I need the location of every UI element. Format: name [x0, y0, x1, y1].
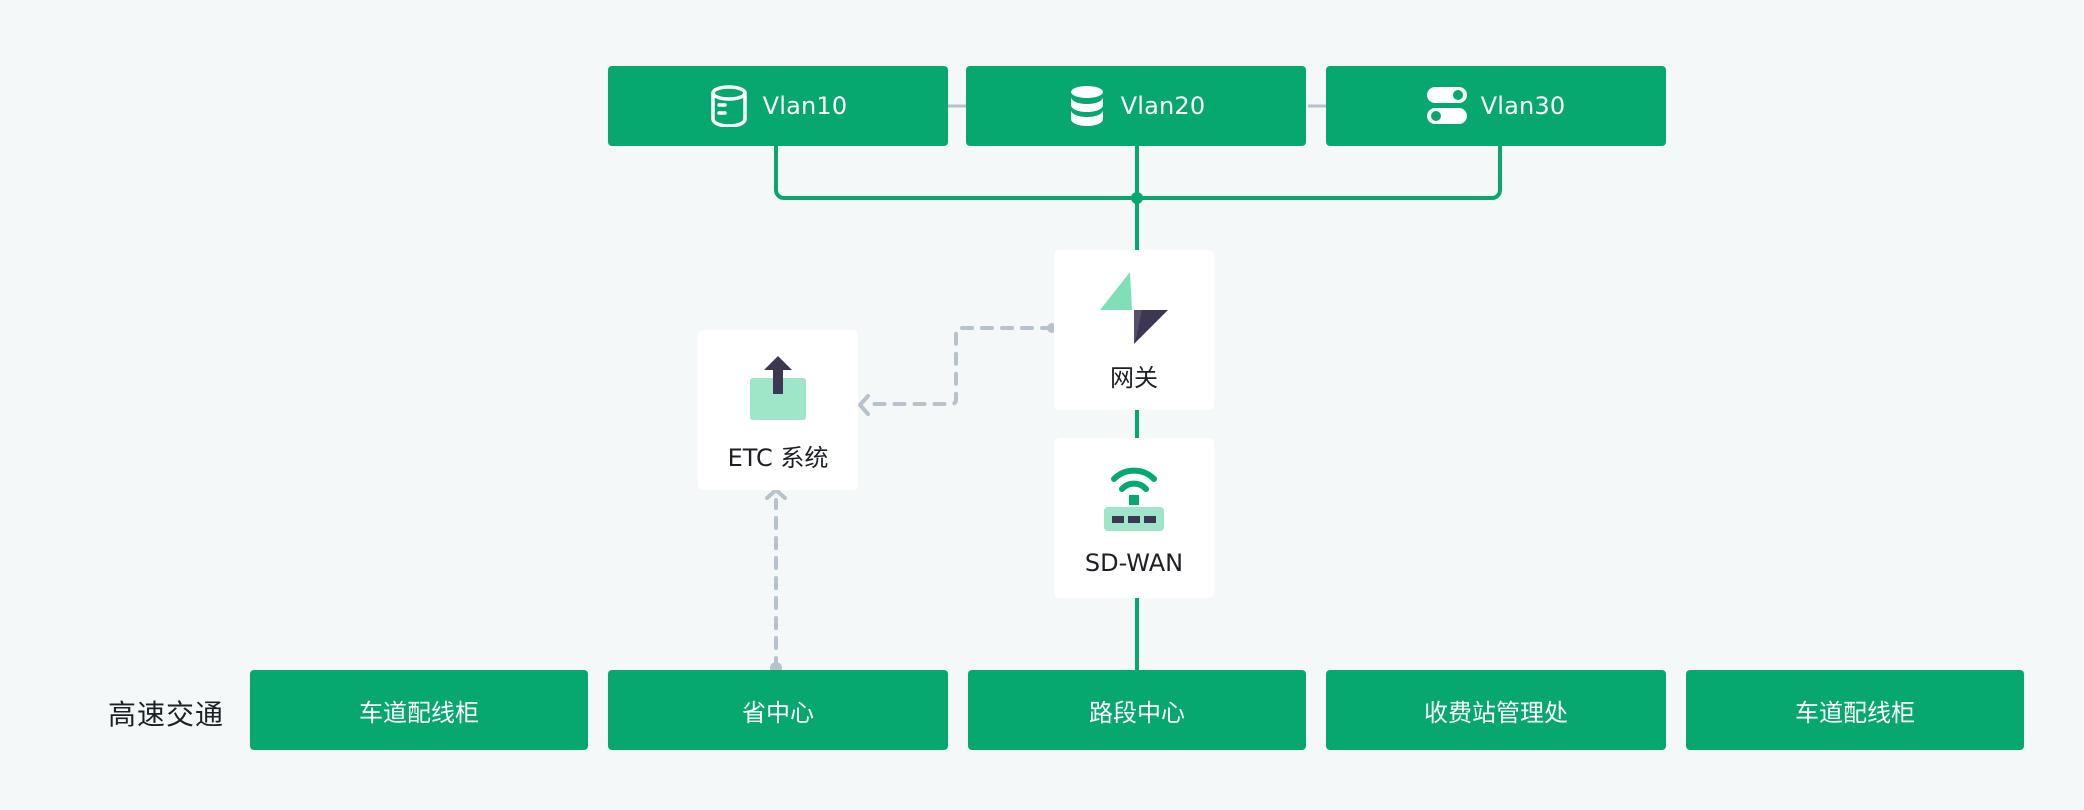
vlan30-label: Vlan30 [1480, 92, 1566, 120]
provincial-center-label: 省中心 [742, 698, 814, 727]
etc-arrow-left [858, 394, 870, 416]
etc-arrow-up [765, 488, 787, 500]
sdwan-label: SD-WAN [1084, 549, 1184, 577]
vlan20-node[interactable]: Vlan20 [966, 66, 1306, 146]
database-stack-icon [1067, 84, 1107, 128]
upload-box-icon [738, 348, 818, 428]
road-section-center-label: 路段中心 [1089, 698, 1185, 727]
vlan30-node[interactable]: Vlan30 [1326, 66, 1666, 146]
lightning-bolt-icon [1094, 268, 1174, 348]
vlan10-node[interactable]: Vlan10 [608, 66, 948, 146]
etc-system-node[interactable]: ETC 系统 [698, 330, 858, 490]
lane-cabinet-node-2[interactable]: 车道配线柜 [1686, 670, 2024, 750]
vlan20-label: Vlan20 [1120, 92, 1206, 120]
lane-cabinet-node-1[interactable]: 车道配线柜 [250, 670, 588, 750]
road-section-center-node[interactable]: 路段中心 [968, 670, 1306, 750]
wifi-router-icon [1094, 459, 1174, 539]
gateway-etc-dashed-line [864, 326, 1054, 406]
toggle-switches-icon [1426, 84, 1467, 128]
row-label: 高速交通 [108, 698, 225, 731]
vlan10-label: Vlan10 [762, 92, 848, 120]
sdwan-node[interactable]: SD-WAN [1054, 438, 1214, 598]
toll-station-office-node[interactable]: 收费站管理处 [1326, 670, 1666, 750]
gateway-node[interactable]: 网关 [1054, 250, 1214, 410]
gateway-label: 网关 [1110, 363, 1158, 392]
toll-station-office-label: 收费站管理处 [1424, 698, 1568, 727]
provincial-center-node[interactable]: 省中心 [608, 670, 948, 750]
database-cylinder-icon [709, 84, 749, 128]
etc-system-label: ETC 系统 [727, 443, 829, 472]
lane-cabinet-label-1: 车道配线柜 [359, 698, 479, 727]
lane-cabinet-label-2: 车道配线柜 [1795, 698, 1915, 727]
